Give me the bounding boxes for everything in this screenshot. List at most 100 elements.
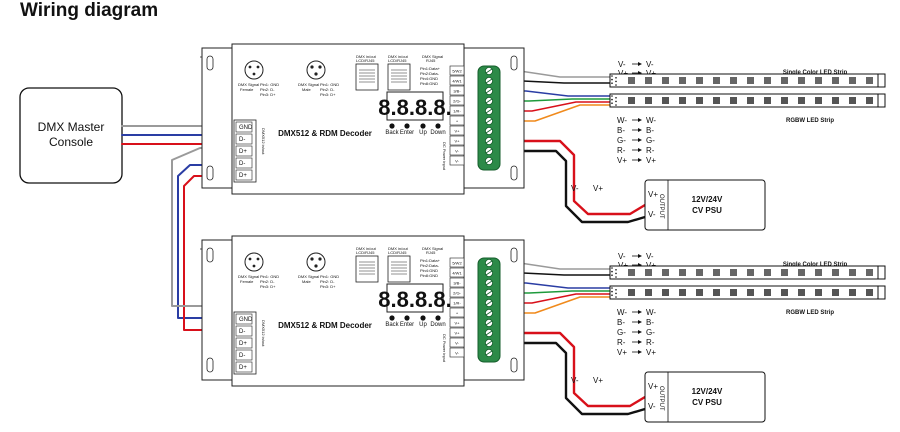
pin-arrow-head xyxy=(638,148,642,152)
single-strip-pin-left-0: V- xyxy=(618,252,626,261)
dc-power-input-vertical: DC Power input xyxy=(442,142,447,171)
output-terminal-box xyxy=(449,297,465,308)
rgbw-pin-left-0: W- xyxy=(617,308,627,317)
dmx-in-out-vertical: DMX512 in/out xyxy=(261,128,266,155)
dmx-terminal-label-0: GND xyxy=(239,125,253,131)
led-chip xyxy=(781,77,788,84)
led-chip xyxy=(815,97,822,104)
led-chip xyxy=(781,289,788,296)
rgbw-pin-right-0: W- xyxy=(646,308,656,317)
xlr-female-pin1: Pin1: GND xyxy=(260,82,279,87)
rgbw-pin-left-1: B- xyxy=(617,126,625,135)
rgbw-pin-left-3: R- xyxy=(617,338,626,347)
led-chip xyxy=(696,77,703,84)
xlr-pin xyxy=(314,72,318,76)
led-chip xyxy=(628,289,635,296)
led-chip xyxy=(730,269,737,276)
psu-box xyxy=(644,371,766,423)
rj45-info-title-2: RJ45 xyxy=(426,250,436,255)
button-label-3: Down xyxy=(430,322,445,328)
psu-line2: CV PSU xyxy=(692,398,722,407)
dmx-terminal-label-4: D+ xyxy=(239,173,247,179)
output-terminal-box xyxy=(449,267,465,278)
dc-power-input-vertical: DC Power input xyxy=(442,334,447,363)
strip-pad xyxy=(611,294,613,297)
dmx-terminal xyxy=(235,169,253,181)
led-chip xyxy=(628,77,635,84)
screw-slot xyxy=(485,98,493,104)
rj45-port-out-caption-2: LCD/RJ45 xyxy=(388,250,407,255)
single-strip-pin-right-0: V- xyxy=(646,60,654,69)
xlr-male-caption: DMX Signal xyxy=(298,82,319,87)
xlr-pin xyxy=(310,65,314,69)
psu-vplus-label: V+ xyxy=(648,190,658,199)
dmx-terminal-label-1: D- xyxy=(239,137,245,143)
led-chip xyxy=(662,269,669,276)
psu-vplus-label: V+ xyxy=(648,382,658,391)
xlr-female-caption-2: Female xyxy=(240,87,254,92)
output-terminal-box xyxy=(449,75,465,86)
psu-wire-vplus xyxy=(491,331,647,408)
output-terminal-label-1: 4/W1 xyxy=(452,271,462,276)
rj45-info-title-2: RJ45 xyxy=(426,58,436,63)
output-terminal-box xyxy=(449,287,465,298)
rgbw-strip-2 xyxy=(609,285,886,300)
strip-end-cap xyxy=(877,93,886,108)
rj45-info-pin1: Pin1:Data+ xyxy=(420,258,441,263)
rgbw-pin-left-0: W- xyxy=(617,116,627,125)
led-chip xyxy=(679,289,686,296)
led-chip xyxy=(730,77,737,84)
rgbw-strip-label: RGBW LED Strip xyxy=(786,310,834,316)
strip-pad xyxy=(611,274,613,277)
psu-vminus-label: V- xyxy=(648,402,656,411)
rj45-port-out-caption: DMX in/out xyxy=(388,54,409,59)
output-terminal-label-6: V+ xyxy=(454,129,460,134)
strip-end-cap xyxy=(877,73,886,88)
strip-pad xyxy=(611,95,613,97)
psu-wire-label-vplus: V+ xyxy=(593,376,603,385)
button-label-3: Down xyxy=(430,130,445,136)
xlr-pin xyxy=(314,264,318,268)
pin-arrow-head xyxy=(638,310,642,314)
dmx-terminal xyxy=(235,313,253,325)
strip-pad xyxy=(611,290,613,293)
psu-wire-label-vminus: V- xyxy=(571,376,579,385)
dmx-in-out-vertical: DMX512 in/out xyxy=(261,320,266,347)
pin-arrow-head xyxy=(638,350,642,354)
front-button xyxy=(389,123,395,129)
led-chip xyxy=(781,97,788,104)
led-chip xyxy=(849,289,856,296)
xlr-female-caption: DMX Signal xyxy=(238,82,259,87)
dmx-terminal-label-4: D+ xyxy=(239,365,247,371)
xlr-female-pin3: Pin3: D+ xyxy=(260,284,276,289)
output-terminal-label-3: 2/G- xyxy=(453,291,461,296)
xlr-pin xyxy=(252,72,256,76)
screw-slot xyxy=(485,148,493,154)
rgbw-pin-right-3: R- xyxy=(646,338,655,347)
strip-pad xyxy=(611,75,613,77)
psu-line1: 12V/24V xyxy=(692,387,723,396)
strip-pad xyxy=(615,84,617,86)
led-chip xyxy=(628,97,635,104)
led-chip xyxy=(713,289,720,296)
led-chip xyxy=(662,97,669,104)
screw-slot xyxy=(485,320,493,326)
screw-slot xyxy=(485,118,493,124)
led-chip xyxy=(645,77,652,84)
xlr-female-caption: DMX Signal xyxy=(238,274,259,279)
dmx-terminal-label-3: D- xyxy=(239,161,245,167)
mounting-hole xyxy=(510,165,518,181)
xlr-female-pin2: Pin2: D- xyxy=(260,87,275,92)
strip-end-cap xyxy=(877,285,886,300)
led-chip xyxy=(696,269,703,276)
xlr-pin xyxy=(256,65,260,69)
led-chip xyxy=(798,97,805,104)
led-chip xyxy=(747,97,754,104)
page-title: Wiring diagram xyxy=(20,0,158,21)
display-digits: 8.8.8.8. xyxy=(378,95,451,120)
pin-arrow-head xyxy=(638,128,642,132)
rj45-port-out xyxy=(387,63,411,91)
dmx-terminal xyxy=(235,121,253,133)
